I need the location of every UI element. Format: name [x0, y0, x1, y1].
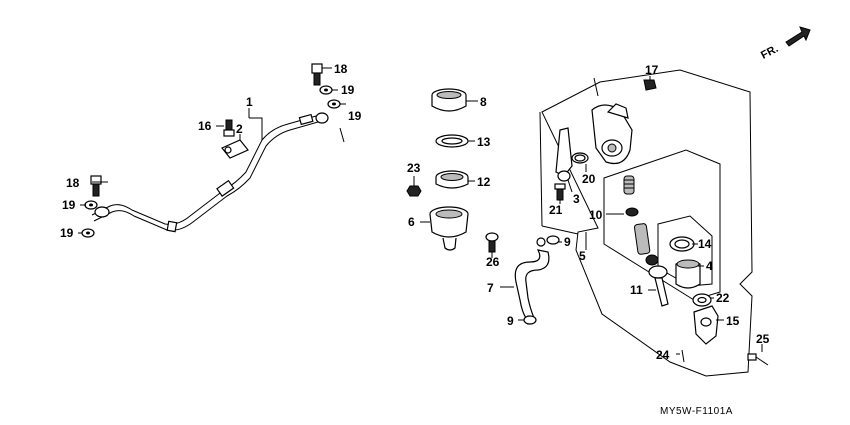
bolt-18-right: [311, 63, 323, 74]
callout-9-upper: 9: [564, 235, 571, 249]
fr-label: FR.: [759, 43, 780, 62]
brake-hose-assembly: [91, 112, 329, 233]
callout-23: 23: [407, 161, 421, 175]
callout-25: 25: [756, 332, 770, 346]
callout-16: 16: [198, 119, 212, 133]
callout-3: 3: [573, 192, 580, 206]
callout-15: 15: [726, 314, 740, 328]
front-direction-indicator: FR.: [759, 26, 811, 62]
callout-2: 2: [236, 122, 243, 136]
callout-6: 6: [408, 215, 415, 229]
callout-19-left-a: 19: [62, 198, 76, 212]
callout-20: 20: [582, 172, 596, 186]
callout-19-right-a: 19: [341, 83, 355, 97]
callout-21: 21: [549, 203, 563, 217]
bolt-18-left: [90, 175, 102, 185]
master-cylinder-group: [518, 69, 769, 377]
callout-5: 5: [579, 249, 586, 263]
callout-18-right: 18: [334, 62, 348, 76]
callout-7: 7: [487, 281, 494, 295]
callout-17: 17: [645, 63, 659, 77]
callout-10: 10: [589, 208, 603, 222]
callout-14: 14: [698, 237, 712, 251]
callout-labels: 1 2 16 18 19 19 18 19 19 8 13 23 12 6 26…: [60, 62, 770, 362]
reference-code: MY5W-F1101A: [660, 406, 733, 417]
callout-26: 26: [486, 255, 500, 269]
callout-11: 11: [630, 283, 643, 297]
callout-12: 12: [477, 175, 491, 189]
callout-9-lower: 9: [507, 314, 514, 328]
left-leaders: [78, 67, 346, 234]
reservoir-hose: [500, 237, 550, 325]
callout-8: 8: [480, 95, 487, 109]
callout-19-left-b: 19: [60, 226, 74, 240]
reservoir-group: [406, 88, 499, 258]
callout-19-right-b: 19: [348, 109, 362, 123]
callout-13: 13: [477, 135, 491, 149]
callout-18-left: 18: [66, 176, 80, 190]
callout-4: 4: [706, 259, 713, 273]
callout-22: 22: [716, 291, 730, 305]
callout-1: 1: [246, 95, 253, 109]
callout-24: 24: [656, 348, 670, 362]
